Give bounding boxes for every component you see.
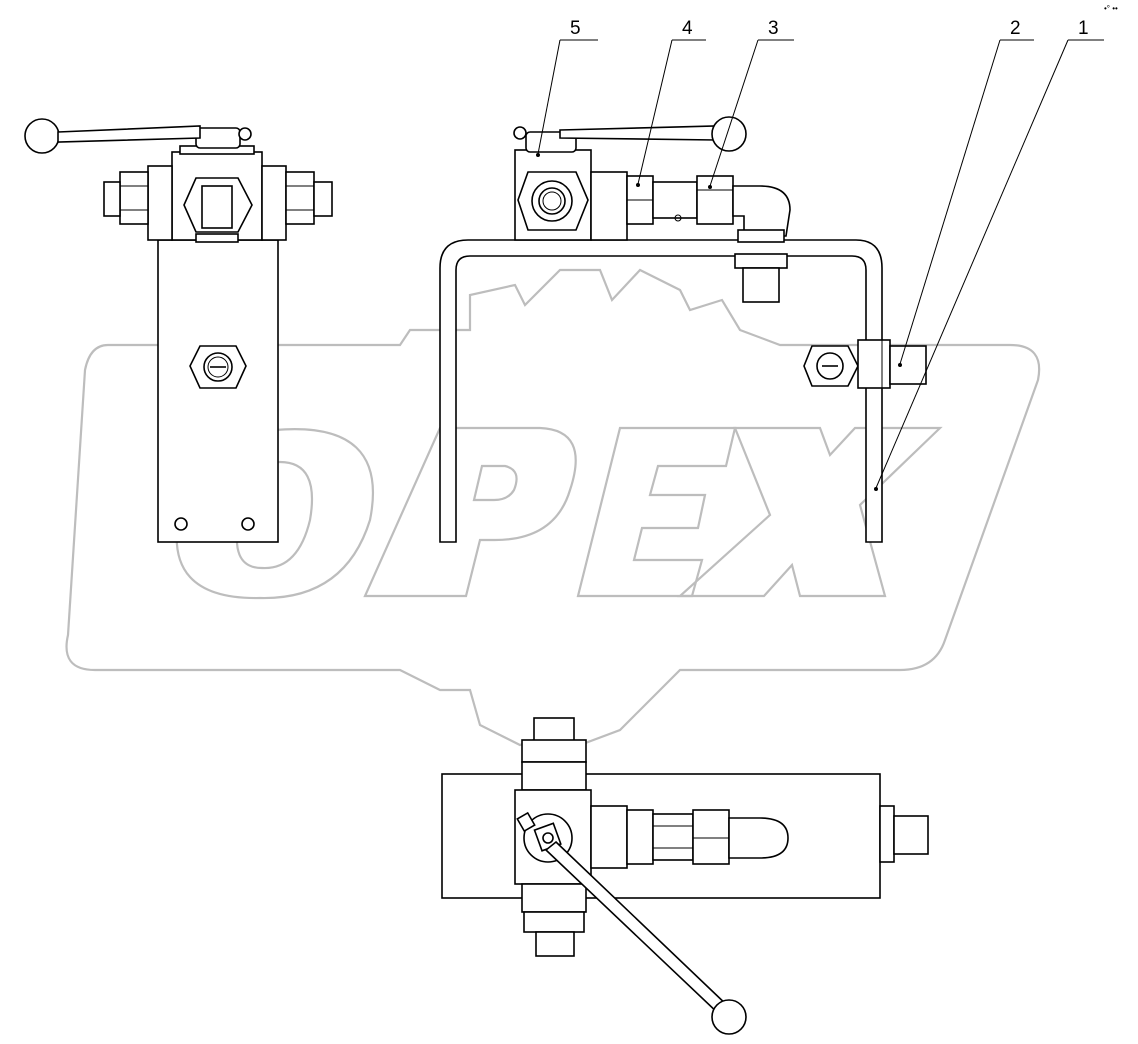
callout-1-dot bbox=[874, 487, 878, 491]
top-fitting-elbow bbox=[728, 817, 789, 859]
bracket-side-plug-face bbox=[816, 352, 844, 380]
callout-4-leader bbox=[637, 39, 673, 185]
top-valve-lower-hex bbox=[523, 911, 585, 933]
side-view-assembly bbox=[24, 118, 333, 543]
watermark-letter-e bbox=[576, 426, 737, 598]
side-valve-bottom-boss bbox=[195, 233, 239, 243]
mounting-hole-left bbox=[174, 517, 188, 531]
watermark-letter-p bbox=[363, 426, 577, 598]
top-valve-lower-nipple bbox=[535, 931, 575, 957]
side-fitting-right-nipple bbox=[313, 181, 333, 217]
front-valve-port-ring bbox=[531, 180, 573, 222]
top-valve-upper-body bbox=[521, 761, 587, 791]
part-4-screw bbox=[674, 214, 682, 222]
side-handle-knob[interactable] bbox=[24, 118, 60, 154]
side-fitting-left-hex bbox=[119, 171, 149, 225]
part-2-nipple bbox=[889, 345, 927, 385]
top-valve-lower-body bbox=[521, 883, 587, 913]
plate-plug-inner bbox=[207, 356, 229, 378]
callout-2-label: 2 bbox=[1010, 18, 1021, 39]
callouts: 5 4 3 2 1 bbox=[536, 18, 1104, 491]
side-fitting-right-hex bbox=[285, 171, 315, 225]
top-valve-side-block bbox=[590, 805, 628, 869]
callout-1-leader bbox=[875, 39, 1069, 489]
side-handle-nut bbox=[238, 127, 252, 141]
callout-4-dot bbox=[636, 183, 640, 187]
side-view-mounting-plate bbox=[157, 239, 279, 543]
watermark-gear-outline bbox=[65, 268, 1041, 747]
top-valve-upper-hex bbox=[521, 739, 587, 763]
callout-1-label: 1 bbox=[1078, 18, 1089, 39]
side-valve-port-right bbox=[261, 165, 287, 241]
top-valve-stem-center bbox=[542, 832, 554, 844]
callout-5-label: 5 bbox=[570, 18, 581, 39]
side-valve-port-left bbox=[147, 165, 173, 241]
elbow-fitting bbox=[732, 185, 791, 237]
callout-4-label: 4 bbox=[682, 18, 693, 39]
side-handle-lever[interactable] bbox=[57, 125, 201, 143]
callout-3-leader bbox=[709, 39, 759, 187]
top-view-right-nipple bbox=[893, 815, 929, 855]
top-view-assembly bbox=[441, 717, 929, 1035]
callout-2-dot bbox=[898, 363, 902, 367]
watermark-letter-x bbox=[677, 426, 943, 598]
front-valve-side-block bbox=[590, 171, 628, 241]
front-handle-nut bbox=[513, 126, 527, 140]
callout-5-dot bbox=[536, 153, 540, 157]
callout-3-label: 3 bbox=[768, 18, 779, 39]
front-view-assembly bbox=[439, 116, 927, 543]
side-valve-center-core bbox=[201, 185, 233, 229]
side-fitting-left-nipple bbox=[103, 181, 121, 217]
elbow-fitting-base bbox=[737, 229, 785, 243]
callout-3-dot bbox=[708, 185, 712, 189]
top-fitting-body bbox=[652, 813, 694, 861]
bracket-bottom-fitting-nut bbox=[734, 253, 788, 269]
front-valve-port-inner bbox=[538, 187, 566, 215]
bracket-bottom-fitting-nipple bbox=[742, 267, 780, 303]
part-3-nut bbox=[696, 175, 734, 225]
watermark-logo bbox=[65, 268, 1041, 747]
plate-plug-face bbox=[203, 352, 233, 382]
part-2-nipple-flange bbox=[857, 339, 891, 389]
mounting-hole-right bbox=[241, 517, 255, 531]
top-handle-nut bbox=[516, 811, 536, 833]
side-valve-stem bbox=[195, 127, 241, 149]
corner-mark: •° •• bbox=[1104, 4, 1118, 13]
bracket-part-1 bbox=[439, 239, 883, 543]
top-valve-upper-nipple bbox=[533, 717, 575, 743]
top-fitting-adapter bbox=[626, 809, 654, 865]
callout-2-leader bbox=[899, 39, 1001, 365]
part-4-adapter-body bbox=[652, 181, 698, 219]
callout-5-leader bbox=[537, 39, 561, 155]
watermark-letter-p-inner bbox=[472, 464, 518, 502]
top-fitting-nut bbox=[692, 809, 730, 865]
front-handle-lever[interactable] bbox=[559, 125, 717, 141]
top-view-right-nipple-flange bbox=[879, 805, 895, 863]
top-handle-knob[interactable] bbox=[711, 999, 747, 1035]
front-valve-port-bore bbox=[542, 191, 562, 211]
front-valve-port-hex bbox=[517, 171, 589, 231]
front-handle-knob[interactable] bbox=[711, 116, 747, 152]
